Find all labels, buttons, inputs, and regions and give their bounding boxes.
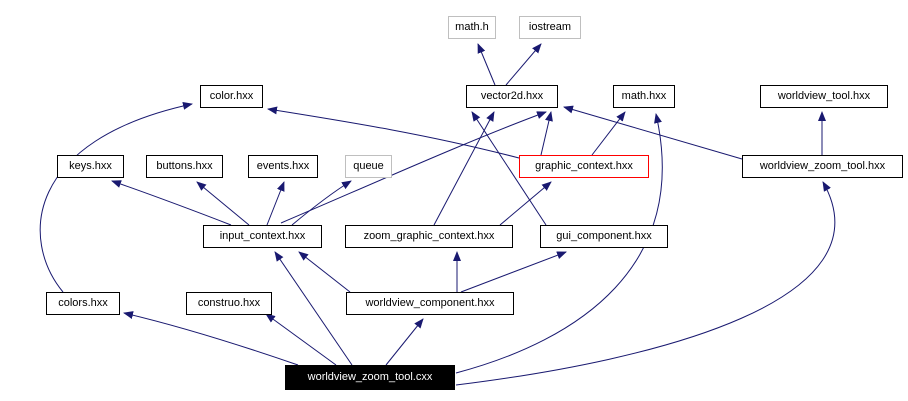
edge-graphic_context_hxx-to-color_hxx [267, 106, 520, 159]
edge-colors_hxx-to-color_hxx [39, 101, 193, 293]
edge-vector2d_hxx-to-math_h [477, 43, 496, 86]
edge-worldview_zoom_tool_hxx-to-vector2d_hxx [563, 105, 743, 160]
edge-graphic_context_hxx-to-math_hxx [591, 111, 626, 156]
edge-input_context_hxx-to-events_hxx [266, 181, 285, 226]
node-zoom_graphic_context_hxx[interactable]: zoom_graphic_context.hxx [345, 225, 513, 248]
edge-worldview_zoom_tool_cxx-to-input_context_hxx [274, 251, 353, 366]
node-colors_hxx[interactable]: colors.hxx [46, 292, 120, 315]
node-events_hxx[interactable]: events.hxx [248, 155, 318, 178]
edge-worldview_zoom_tool_cxx-to-worldview_zoom_tool_hxx [455, 181, 836, 386]
node-input_context_hxx[interactable]: input_context.hxx [203, 225, 322, 248]
edge-worldview_zoom_tool_cxx-to-worldview_component_hxx [385, 318, 424, 366]
edge-worldview_component_hxx-to-gui_component_hxx [460, 251, 567, 293]
node-math_hxx[interactable]: math.hxx [613, 85, 675, 108]
edges-group [39, 43, 836, 386]
node-worldview_tool_hxx[interactable]: worldview_tool.hxx [760, 85, 888, 108]
edge-input_context_hxx-to-vector2d_hxx [280, 111, 547, 224]
edge-input_context_hxx-to-queue [291, 180, 352, 226]
edge-graphic_context_hxx-to-vector2d_hxx [540, 111, 553, 156]
node-construo_hxx[interactable]: construo.hxx [186, 292, 272, 315]
node-color_hxx[interactable]: color.hxx [200, 85, 263, 108]
edge-vector2d_hxx-to-iostream [505, 43, 542, 86]
node-gui_component_hxx[interactable]: gui_component.hxx [540, 225, 668, 248]
edge-worldview_zoom_tool_cxx-to-construo_hxx [265, 313, 337, 366]
node-queue: queue [345, 155, 392, 178]
node-worldview_zoom_tool_hxx[interactable]: worldview_zoom_tool.hxx [742, 155, 903, 178]
node-graphic_context_hxx[interactable]: graphic_context.hxx [519, 155, 649, 178]
edge-input_context_hxx-to-buttons_hxx [196, 181, 250, 226]
node-worldview_zoom_tool_cxx: worldview_zoom_tool.cxx [285, 365, 455, 390]
edge-input_context_hxx-to-keys_hxx [111, 180, 232, 226]
node-keys_hxx[interactable]: keys.hxx [57, 155, 124, 178]
edge-worldview_component_hxx-to-input_context_hxx [298, 251, 351, 293]
edge-zoom_graphic_context_hxx-to-graphic_context_hxx [499, 181, 552, 226]
edge-zoom_graphic_context_hxx-to-vector2d_hxx [433, 111, 495, 226]
node-vector2d_hxx[interactable]: vector2d.hxx [466, 85, 558, 108]
node-worldview_component_hxx[interactable]: worldview_component.hxx [346, 292, 514, 315]
edge-worldview_zoom_tool_cxx-to-colors_hxx [123, 311, 299, 366]
node-math_h: math.h [448, 16, 496, 39]
node-buttons_hxx[interactable]: buttons.hxx [146, 155, 223, 178]
node-iostream: iostream [519, 16, 581, 39]
